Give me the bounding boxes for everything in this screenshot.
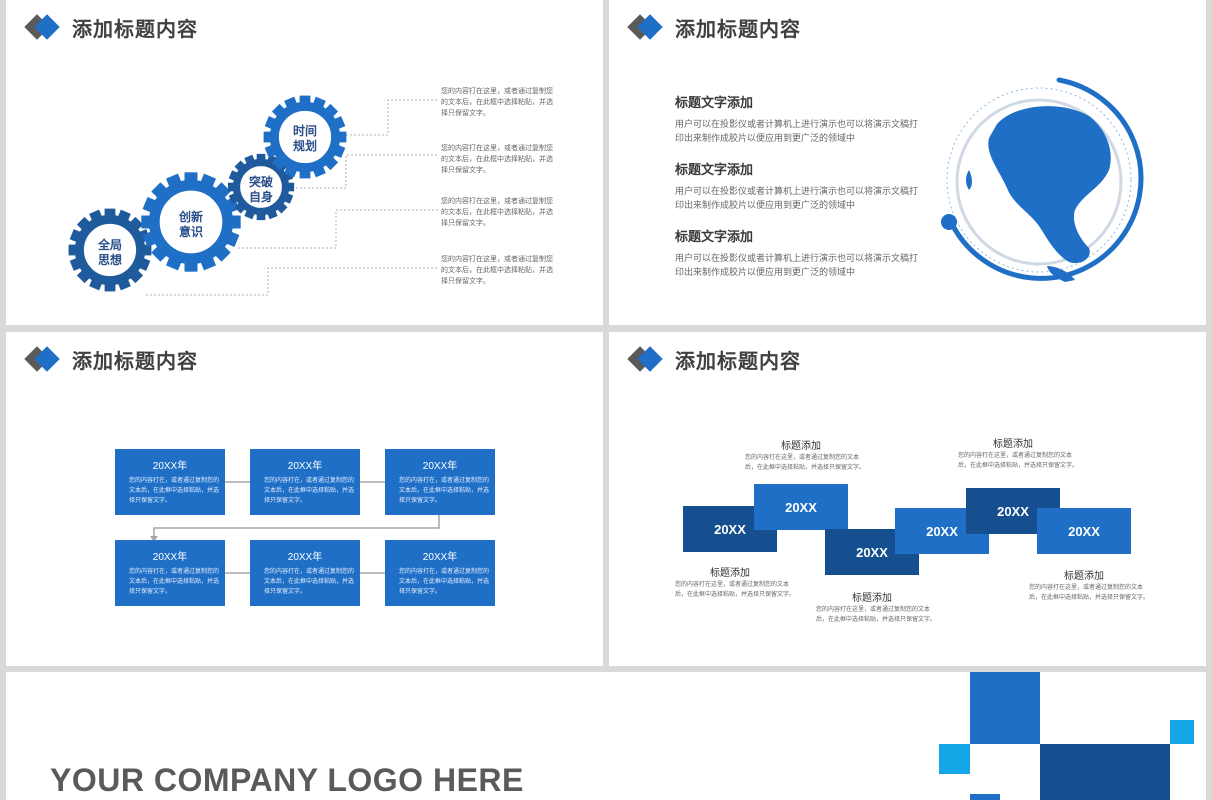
gear-label-innovation: 创新意识: [178, 210, 203, 239]
ribbon-label-text: 您的内容打在这里，或者通过复制您的文本后，在此框中选择粘贴，并选择只保留文字。: [745, 455, 866, 471]
block-heading: 标题文字添加: [675, 229, 754, 244]
text-block: 标题文字添加 用户可以在投影仪或者计算机上进行演示也可以将演示文稿打印出来制作成…: [675, 159, 920, 212]
ribbon-label-title: 标题添加: [1064, 571, 1104, 582]
company-logo-text: YOUR COMPANY LOGO HERE: [50, 762, 524, 798]
slide-title: 添加标题内容: [72, 18, 198, 41]
year-box[interactable]: 20XX年 您的内容打在，或者通过复制您的文本后，在此框中选择粘贴，并选择只保留…: [385, 540, 495, 606]
gear-description: 您的内容打在这里，或者通过复制您的文本后，在此框中选择粘贴，并选择只保留文字。: [441, 145, 553, 174]
gears-diagram: [6, 0, 438, 325]
ribbon-label-text: 您的内容打在这里，或者通过复制您的文本后，在此框中选择粘贴，并选择只保留文字。: [675, 582, 796, 598]
text-block: 标题文字添加 用户可以在投影仪或者计算机上进行演示也可以将演示文稿打印出来制作成…: [675, 92, 920, 145]
box-connectors: [150, 481, 440, 574]
ribbon-label-text: 您的内容打在这里，或者通过复制您的文本后，在此框中选择粘贴，并选择只保留文字。: [816, 607, 937, 623]
gear-description: 您的内容打在这里，或者通过复制您的文本后，在此框中选择粘贴，并选择只保留文字。: [441, 198, 553, 227]
slide-ribbon[interactable]: 添加标题内容 20XX 20XX 20XX 20XX 20XX 20XX 标题添…: [609, 332, 1206, 666]
year-box[interactable]: 20XX年 您的内容打在，或者通过复制您的文本后，在此框中选择粘贴，并选择只保留…: [250, 449, 360, 515]
globe-icon: [941, 77, 1144, 282]
block-heading: 标题文字添加: [675, 162, 754, 177]
ribbon-step[interactable]: 20XX: [1037, 508, 1131, 554]
slide-boxes[interactable]: 添加标题内容 20XX年 您的内容打在，或者通过复制您的文本后，在此框中选择粘贴…: [6, 332, 603, 666]
ribbon-label-title: 标题添加: [710, 568, 750, 579]
ribbon-step[interactable]: 20XX: [754, 484, 848, 530]
slide-header: 添加标题内容: [24, 344, 198, 374]
ribbon-label-text: 您的内容打在这里，或者通过复制您的文本后，在此框中选择粘贴，并选择只保留文字。: [1029, 585, 1150, 601]
block-text: 用户可以在投影仪或者计算机上进行演示也可以将演示文稿打印出来制作成胶片以便应用到…: [675, 119, 919, 143]
year-box[interactable]: 20XX年 您的内容打在，或者通过复制您的文本后，在此框中选择粘贴，并选择只保留…: [385, 449, 495, 515]
slide-globe[interactable]: 添加标题内容 标题文字添加 用户可以在投影仪或者计算机上进行演示也可以将演示文稿…: [609, 0, 1206, 325]
block-text: 用户可以在投影仪或者计算机上进行演示也可以将演示文稿打印出来制作成胶片以便应用到…: [675, 186, 919, 210]
slide-title: 添加标题内容: [675, 350, 801, 373]
gear-label-time-planning: 时间规划: [292, 124, 317, 153]
slide-header: 添加标题内容: [627, 344, 801, 374]
slide-ending[interactable]: YOUR COMPANY LOGO HERE: [6, 672, 1206, 800]
text-block: 标题文字添加 用户可以在投影仪或者计算机上进行演示也可以将演示文稿打印出来制作成…: [675, 226, 920, 279]
slide-title: 添加标题内容: [72, 350, 198, 373]
gear-label-global: 全局思想: [97, 238, 122, 267]
ribbon-label-text: 您的内容打在这里，或者通过复制您的文本后，在此框中选择粘贴，并选择只保留文字。: [958, 453, 1079, 469]
slide-header: 添加标题内容: [627, 12, 801, 42]
ribbon-label-title: 标题添加: [781, 441, 821, 452]
slide-title: 添加标题内容: [675, 18, 801, 41]
gear-label-breakthrough: 突破自身: [248, 175, 273, 204]
year-box[interactable]: 20XX年 您的内容打在，或者通过复制您的文本后，在此框中选择粘贴，并选择只保留…: [115, 449, 225, 515]
ribbon-label-title: 标题添加: [993, 439, 1033, 450]
year-box[interactable]: 20XX年 您的内容打在，或者通过复制您的文本后，在此框中选择粘贴，并选择只保留…: [250, 540, 360, 606]
slide-header: 添加标题内容: [24, 12, 198, 42]
decorative-squares: [939, 672, 1194, 800]
slide-gears[interactable]: 添加标题内容: [6, 0, 603, 325]
year-box[interactable]: 20XX年 您的内容打在，或者通过复制您的文本后，在此框中选择粘贴，并选择只保留…: [115, 540, 225, 606]
ribbon-label-title: 标题添加: [852, 593, 892, 604]
diamond-logo-icon: [627, 13, 665, 41]
gear-description: 您的内容打在这里，或者通过复制您的文本后，在此框中选择粘贴，并选择只保留文字。: [441, 88, 553, 117]
block-text: 用户可以在投影仪或者计算机上进行演示也可以将演示文稿打印出来制作成胶片以便应用到…: [675, 253, 919, 277]
gear-description: 您的内容打在这里，或者通过复制您的文本后，在此框中选择粘贴，并选择只保留文字。: [441, 256, 553, 285]
block-heading: 标题文字添加: [675, 95, 754, 110]
